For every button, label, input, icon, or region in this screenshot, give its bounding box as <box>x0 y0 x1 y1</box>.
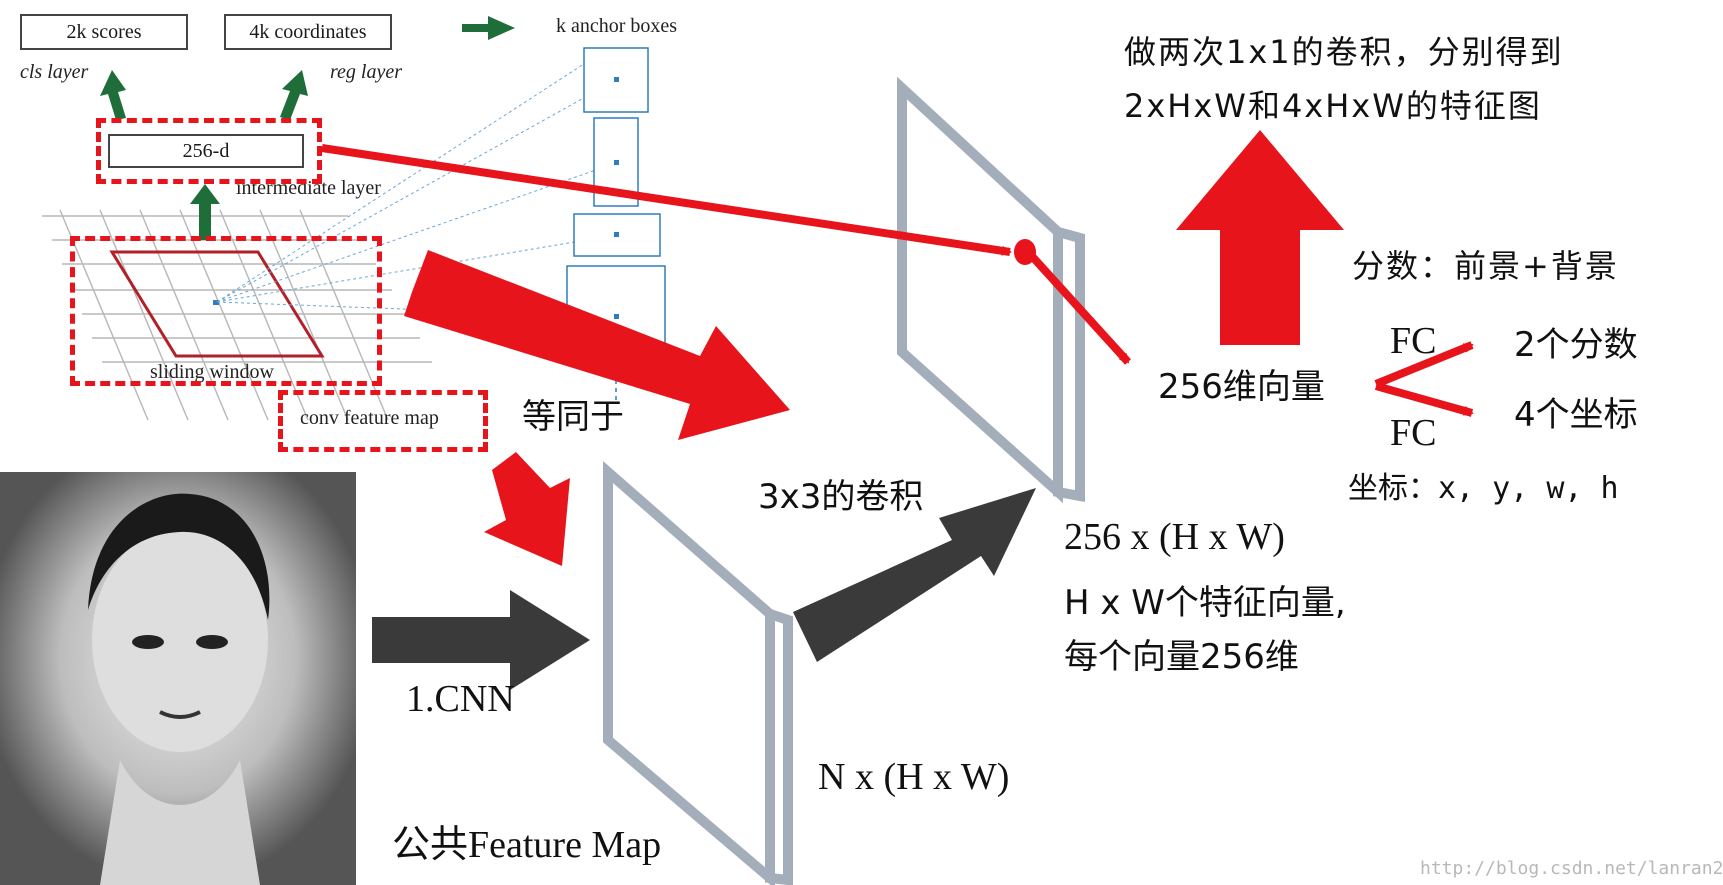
d256-hw-label: 256 x (H x W) <box>1064 516 1285 558</box>
conv3x3-label: 3x3的卷积 <box>758 477 924 517</box>
reg-layer-label: reg layer <box>330 61 403 83</box>
anchor-boxes-label: k anchor boxes <box>556 15 678 37</box>
sliding-window-shape <box>109 250 325 358</box>
four-coords-label: 4个坐标 <box>1514 395 1638 435</box>
cls-layer-label: cls layer <box>20 61 89 83</box>
one-by-one-line2: 2xHxW和4xHxW的特征图 <box>1124 87 1542 125</box>
hw-vectors-line1: H x W个特征向量, <box>1064 583 1346 623</box>
portrait-image <box>0 472 356 885</box>
score-description: 分数：前景+背景 <box>1352 247 1619 285</box>
coords-description: 坐标：x, y, w, h <box>1348 471 1619 506</box>
fc-bottom-label: FC <box>1390 412 1437 454</box>
shared-feature-map-label: 公共Feature Map <box>392 824 662 866</box>
coordinates-label: 4k coordinates <box>249 20 367 43</box>
conv-feature-map-label: conv feature map <box>300 407 439 429</box>
feature-point <box>1014 239 1036 265</box>
vector-256d-box: 256-d <box>108 134 304 168</box>
coordinates-box: 4k coordinates <box>224 14 392 50</box>
sliding-window-frame <box>70 236 382 386</box>
watermark: http://blog.csdn.net/lanran2 <box>1420 858 1723 879</box>
feature-map-slabs <box>603 76 1085 885</box>
intermediate-layer-frame <box>96 118 322 184</box>
equivalent-label: 等同于 <box>522 397 624 437</box>
two-scores-label: 2个分数 <box>1514 325 1638 365</box>
dark-block-arrows <box>372 488 1036 690</box>
one-by-one-line1: 做两次1x1的卷积，分别得到 <box>1124 33 1564 71</box>
green-arrows <box>100 16 515 240</box>
red-block-arrows <box>404 130 1344 566</box>
conv-feature-map-frame <box>278 390 488 452</box>
fc-top-label: FC <box>1390 320 1437 362</box>
hw-vectors-line2: 每个向量256维 <box>1064 637 1299 677</box>
sliding-window-label: sliding window <box>150 361 274 383</box>
n-hw-label: N x (H x W) <box>818 756 1010 798</box>
cnn-label: 1.CNN <box>406 678 515 720</box>
vector-256d-label: 256-d <box>182 139 230 162</box>
vector-256-label: 256维向量 <box>1158 367 1325 407</box>
scores-label: 2k scores <box>66 20 142 43</box>
red-thin-arrows <box>321 144 1474 417</box>
scores-box: 2k scores <box>20 14 188 50</box>
